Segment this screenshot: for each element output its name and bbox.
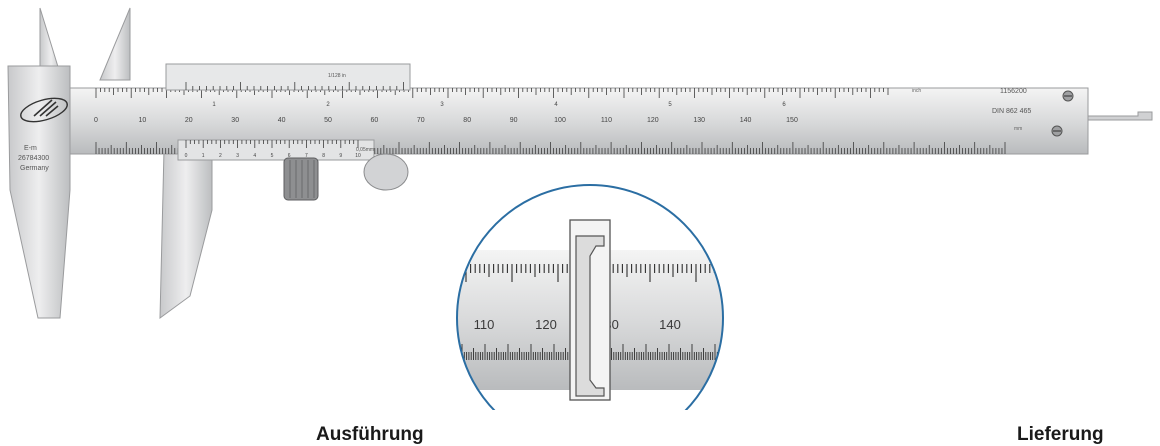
mm-scale-label: 20: [185, 117, 193, 124]
vernier-mm-label: 10: [355, 153, 361, 159]
mm-scale-label: 0: [94, 117, 98, 124]
mm-scale-label: 50: [324, 117, 332, 124]
mm-scale-label: 60: [371, 117, 379, 124]
inch-scale-label: 5: [668, 102, 672, 108]
zoom-scale-label: 120: [535, 317, 557, 332]
vernier-mm-label: 5: [271, 153, 274, 159]
mm-unit-label: mm: [1014, 126, 1022, 132]
vernier-mm-labels: 0 1 2 3 4 5 6 7 8 9 10: [185, 153, 361, 159]
inch-scale-label: 4: [554, 102, 558, 108]
locking-screw: [283, 157, 319, 201]
mm-scale-label: 10: [139, 117, 147, 124]
article-number: 1156200: [1000, 88, 1027, 95]
din-norm-text: DIN 862 465: [992, 108, 1031, 115]
vernier-mm-note: 0,05mm: [356, 147, 374, 153]
mm-scale-label: 90: [510, 117, 518, 124]
zoom-scale-label: 110: [474, 317, 495, 332]
vernier-mm-label: 8: [322, 153, 325, 159]
vernier-mm-label: 6: [288, 153, 291, 159]
vernier-mm-label: 9: [339, 153, 342, 159]
vernier-mm-label: 2: [219, 153, 222, 159]
mm-scale-label: 140: [740, 117, 752, 124]
sliding-jaw: [99, 7, 213, 320]
thumb-roll: [363, 153, 409, 191]
inch-scale-label: 2: [326, 102, 330, 108]
vernier-inch-note: 1/128 in: [328, 73, 346, 79]
vernier-inch-window: [165, 63, 411, 91]
mm-scale-label: 70: [417, 117, 425, 124]
mm-scale-labels: 0 10 20 30 40 50 60 70 80 90 100 110 120 130 140 150: [94, 117, 798, 124]
inch-unit-label: inch: [912, 88, 921, 94]
mm-scale-label: 100: [554, 117, 566, 124]
vernier-mm-ticks: [185, 140, 359, 148]
vernier-mm-label: 4: [253, 153, 256, 159]
zoom-scale-label: 140: [659, 317, 681, 332]
mm-scale-label: 40: [278, 117, 286, 124]
fixed-jaw: [7, 7, 71, 319]
section-heading-delivery: Lieferung: [1017, 424, 1104, 445]
jaw-text-line: Germany: [20, 165, 49, 172]
mm-scale-label: 120: [647, 117, 659, 124]
mm-scale-label: 130: [693, 117, 705, 124]
inch-scale-label: 1: [212, 102, 216, 108]
brand-logo: [20, 97, 68, 123]
depth-rod: [1087, 111, 1153, 121]
vernier-mm-label: 7: [305, 153, 308, 159]
inch-scale-labels: 1 2 3 4 5 6: [212, 102, 786, 108]
vernier-mm-label: 3: [236, 153, 239, 159]
jaw-text-line: 26784300: [18, 155, 49, 162]
mm-scale-label: 110: [601, 117, 612, 124]
mm-scale-label: 80: [463, 117, 471, 124]
mm-scale-label: 150: [786, 117, 798, 124]
mm-scale-label: 30: [231, 117, 239, 124]
inch-scale-label: 3: [440, 102, 444, 108]
jaw-text-line: E-m: [24, 145, 37, 152]
inch-scale-label: 6: [782, 102, 786, 108]
section-heading-execution: Ausführung: [316, 424, 424, 445]
vernier-mm-label: 1: [202, 153, 205, 159]
vernier-inch-ticks: [185, 82, 405, 90]
vernier-mm-label: 0: [185, 153, 188, 159]
